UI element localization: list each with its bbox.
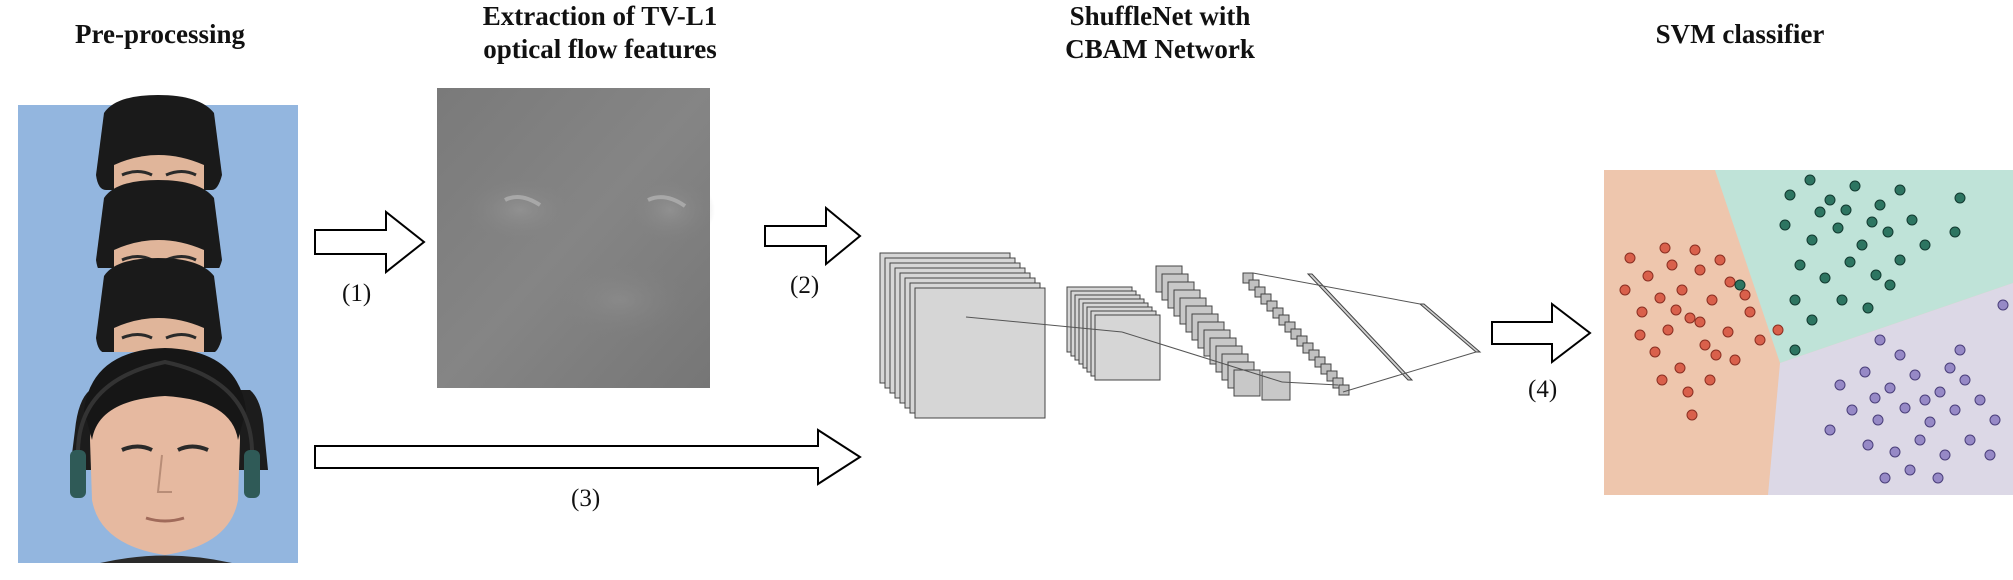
arrow-3 <box>314 428 862 486</box>
face-frame-main <box>18 348 298 563</box>
title-tvl1: Extraction of TV-L1 optical flow feature… <box>400 0 800 66</box>
step-label-1: (1) <box>342 280 372 307</box>
face-frame-1 <box>16 93 300 192</box>
svm-points-purple <box>1824 299 2009 484</box>
face-frames-stack <box>16 93 300 563</box>
feature-maps-layer-1 <box>879 252 1046 419</box>
title-tvl1-line1: Extraction of TV-L1 <box>482 1 718 31</box>
arrow-2 <box>764 205 862 267</box>
svm-points-red <box>1619 242 1784 421</box>
pooled-map <box>1261 371 1291 401</box>
optical-flow-image <box>437 88 715 388</box>
feature-maps-layer-3 <box>1155 265 1261 397</box>
title-tvl1-line2: optical flow features <box>483 34 717 64</box>
step-label-4: (4) <box>1528 376 1558 403</box>
arrow-1 <box>314 209 426 275</box>
step-label-3: (3) <box>571 485 601 512</box>
feature-maps-layer-2 <box>1066 286 1161 381</box>
face-frame-3 <box>16 256 300 355</box>
arrow-4 <box>1491 301 1592 365</box>
title-shufflenet-line2: CBAM Network <box>1065 34 1255 64</box>
feature-maps-layer-4 <box>1242 272 1350 396</box>
connection-lines <box>965 272 1477 393</box>
title-shufflenet: ShuffleNet with CBAM Network <box>1000 0 1320 66</box>
svm-points-green <box>1734 174 1966 356</box>
title-preprocessing: Pre-processing <box>75 19 245 49</box>
title-svm: SVM classifier <box>1655 19 1825 49</box>
svm-plot <box>1604 170 2013 495</box>
step-label-2: (2) <box>790 272 820 299</box>
fc-layers <box>1306 273 1482 381</box>
title-shufflenet-line1: ShuffleNet with <box>1069 1 1251 31</box>
cnn-diagram <box>879 252 1482 419</box>
